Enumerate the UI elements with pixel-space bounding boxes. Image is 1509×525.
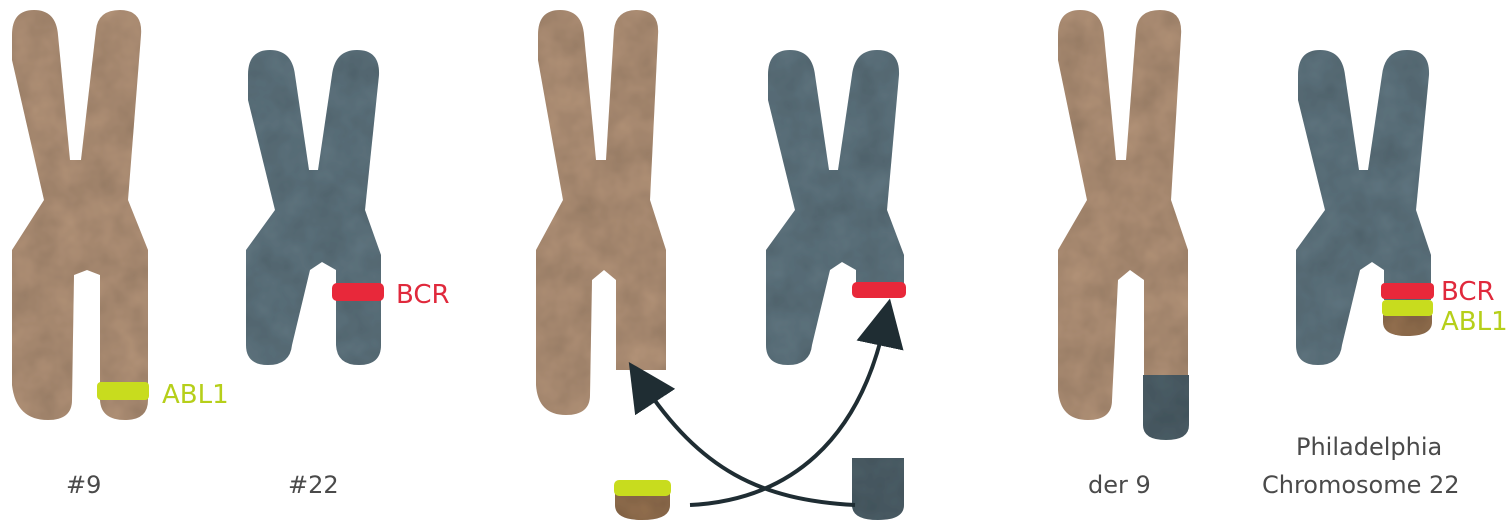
chromosome-9-body — [12, 10, 148, 420]
der9-segment-body — [1143, 375, 1189, 440]
der9-chr22-segment — [1143, 375, 1189, 440]
chromosome-22 — [246, 50, 381, 365]
chr9-label: #9 — [66, 471, 101, 499]
abl1-band-philadelphia — [1382, 300, 1433, 316]
philadelphia-segment-body — [1383, 315, 1432, 336]
abl1-band-chr9 — [97, 382, 149, 400]
der9-label: der 9 — [1088, 471, 1151, 499]
philadelphia-abl1-segment — [1383, 315, 1432, 336]
philadelphia-label-line2: Chromosome 22 — [1262, 471, 1460, 499]
chromosome-22-breaking — [766, 50, 904, 365]
bcr-label-chr22: BCR — [396, 280, 450, 310]
bcr-band-philadelphia — [1381, 283, 1434, 299]
bcr-band-chr22 — [332, 283, 384, 301]
der9-chromosome — [1058, 10, 1188, 420]
bcr-label-philadelphia: BCR — [1441, 277, 1495, 307]
chr22-fragment — [852, 458, 904, 520]
chromosome-9-break-body — [536, 10, 666, 415]
abl1-band-fragment — [614, 480, 671, 496]
philadelphia-label-line1: Philadelphia — [1296, 433, 1442, 461]
der9-body — [1058, 10, 1188, 420]
chr22-fragment-body — [852, 458, 904, 520]
abl1-label-chr9: ABL1 — [162, 380, 229, 410]
arrow-to-chr9 — [642, 382, 855, 505]
abl1-label-philadelphia: ABL1 — [1441, 307, 1508, 337]
chromosome-22-body — [246, 50, 381, 365]
chromosome-9-breaking — [536, 10, 666, 415]
bcr-band-breaking — [852, 282, 906, 298]
chromosome-9 — [12, 10, 148, 420]
chromosome-22-break-body — [766, 50, 904, 365]
chr22-label: #22 — [288, 471, 339, 499]
